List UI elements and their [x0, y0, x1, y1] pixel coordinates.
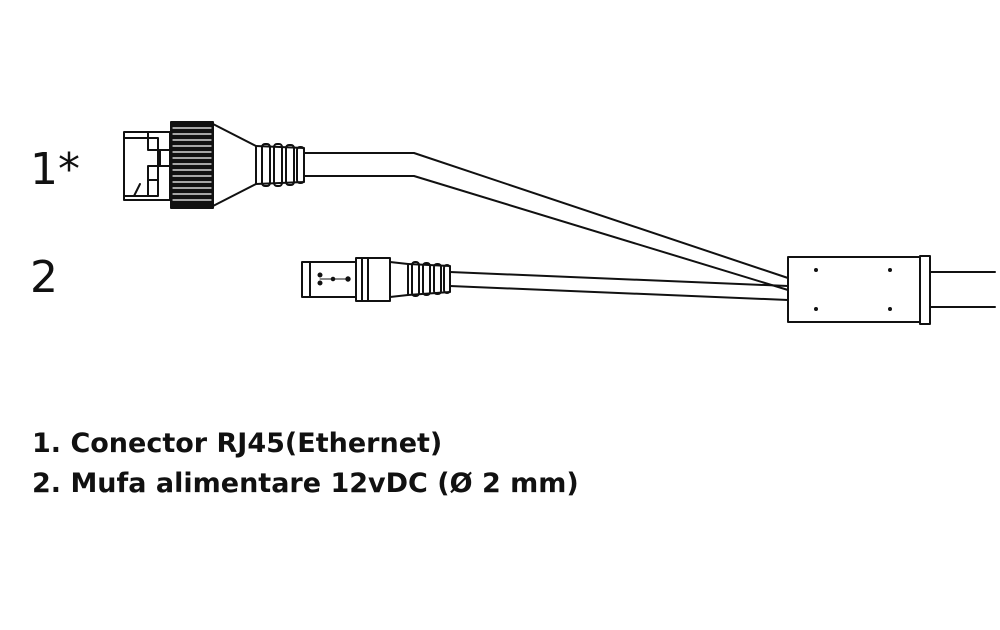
- power-cable: [449, 271, 789, 301]
- dc-power-jack: [301, 257, 451, 302]
- legend-item-2: 2. Mufa alimentare 12vDC (Ø 2 mm): [32, 468, 579, 499]
- connector-1-label: 1*: [30, 144, 80, 195]
- junction-block: [787, 255, 931, 325]
- legend: 1. Conector RJ45(Ethernet) 2. Mufa alime…: [32, 424, 579, 504]
- ethernet-cable: [303, 152, 789, 291]
- rj45-connector: [123, 121, 305, 209]
- main-cable: [929, 271, 996, 308]
- legend-item-1: 1. Conector RJ45(Ethernet): [32, 428, 443, 459]
- connector-2-label: 2: [30, 252, 58, 303]
